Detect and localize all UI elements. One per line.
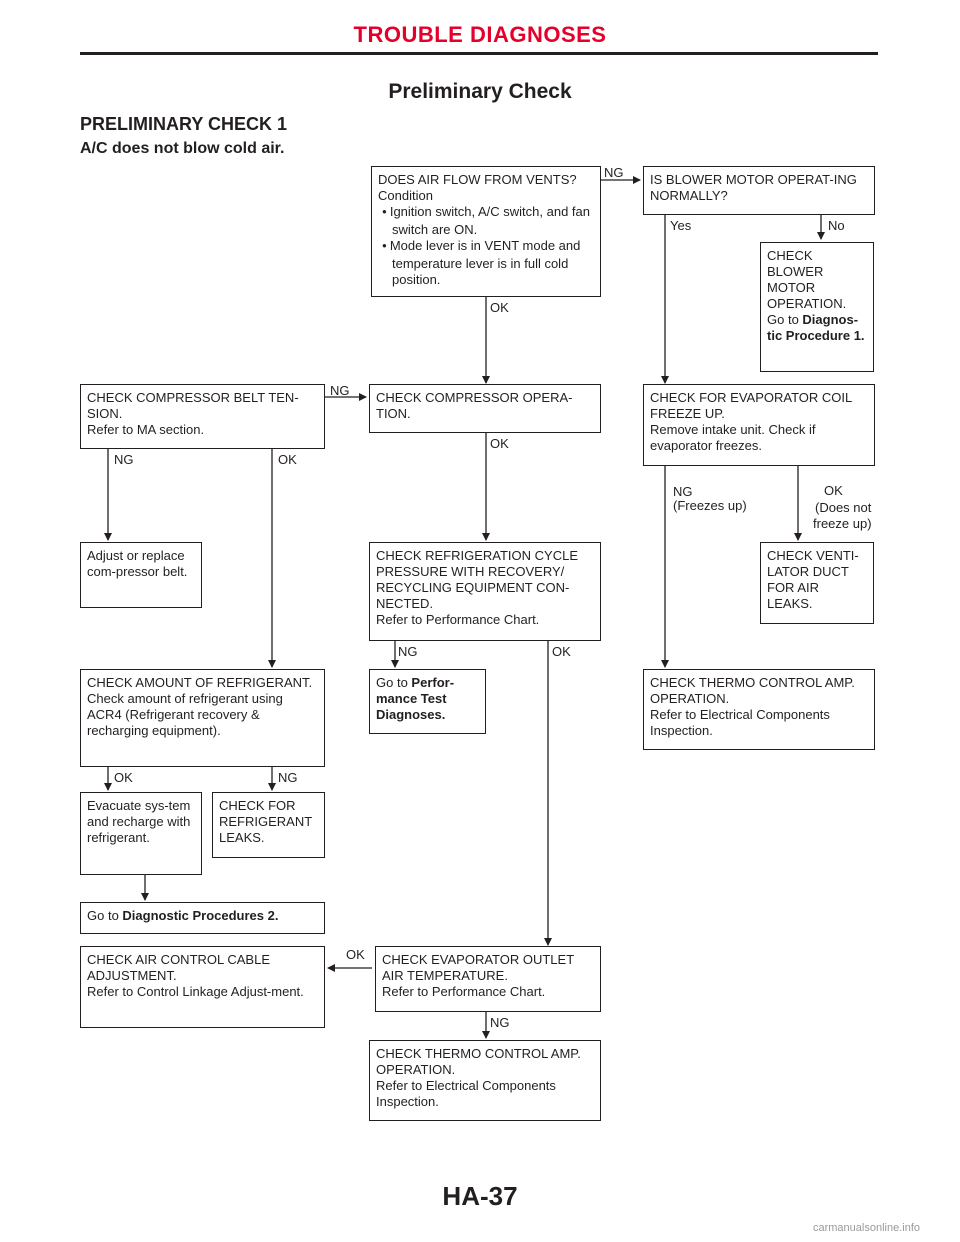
condition-list: Ignition switch, A/C switch, and fan swi… — [378, 204, 594, 288]
section-title: PRELIMINARY CHECK 1 — [80, 114, 288, 134]
thermo-bottom-ref: Refer to Electrical Components Inspectio… — [376, 1078, 556, 1109]
evaporator-outlet-box: CHECK EVAPORATOR OUTLET AIR TEMPERATURE.… — [375, 946, 601, 1012]
thermo-right-title: CHECK THERMO CONTROL AMP. OPERATION. — [650, 675, 855, 706]
blower-motor-text: IS BLOWER MOTOR OPERAT-ING NORMALLY? — [650, 172, 857, 203]
diagnostic-procedures-2-link[interactable]: Diagnostic Procedures 2. — [122, 908, 279, 923]
refrigeration-cycle-box: CHECK REFRIGERATION CYCLE PRESSURE WITH … — [369, 542, 601, 641]
freeze-ok-label: OK — [824, 483, 843, 498]
cable-ref: Refer to Control Linkage Adjust-ment. — [87, 984, 304, 999]
freeze-up-label: freeze up) — [813, 516, 872, 531]
air-flow-check-box: DOES AIR FLOW FROM VENTS? Condition Igni… — [371, 166, 601, 297]
evacuate-text: Evacuate sys-tem and recharge with refri… — [87, 798, 191, 845]
diagnostic-procedures-2-box: Go to Diagnostic Procedures 2. — [80, 902, 325, 934]
section-header: TROUBLE DIAGNOSES — [353, 22, 607, 47]
does-not-label: (Does not — [815, 500, 872, 515]
cycle-ref: Refer to Performance Chart. — [376, 612, 540, 627]
watermark: carmanualsonline.info — [812, 1222, 920, 1234]
amount-title: CHECK AMOUNT OF REFRIGERANT. — [87, 675, 313, 690]
condition-item: Ignition switch, A/C switch, and fan swi… — [378, 204, 594, 238]
thermo-control-right-box: CHECK THERMO CONTROL AMP. OPERATION. Ref… — [643, 669, 875, 750]
evaporator-freeze-box: CHECK FOR EVAPORATOR COIL FREEZE UP. Rem… — [643, 384, 875, 466]
check-blower-box: CHECK BLOWER MOTOR OPERATION. Go to Diag… — [760, 242, 874, 372]
air-flow-ng-label: NG — [604, 165, 624, 180]
compressor-belt-box: CHECK COMPRESSOR BELT TEN-SION. Refer to… — [80, 384, 325, 449]
blower-motor-box: IS BLOWER MOTOR OPERAT-ING NORMALLY? — [643, 166, 875, 215]
outlet-ref: Refer to Performance Chart. — [382, 984, 546, 999]
belt-ng-down-label: NG — [114, 452, 134, 467]
amount-body: Check amount of refrigerant using ACR4 (… — [87, 691, 283, 738]
thermo-right-ref: Refer to Electrical Components Inspectio… — [650, 707, 830, 738]
outlet-ok-label: OK — [346, 947, 365, 962]
blower-no-label: No — [828, 218, 845, 233]
amount-ng-label: NG — [278, 770, 298, 785]
freezes-up-label: (Freezes up) — [673, 498, 747, 513]
ventilator-duct-box: CHECK VENTI-LATOR DUCT FOR AIR LEAKS. — [760, 542, 874, 624]
thermo-bottom-title: CHECK THERMO CONTROL AMP. OPERATION. — [376, 1046, 581, 1077]
freeze-title: CHECK FOR EVAPORATOR COIL FREEZE UP. — [650, 390, 852, 421]
check-blower-text: CHECK BLOWER MOTOR OPERATION. Go to — [767, 248, 847, 327]
evacuate-box: Evacuate sys-tem and recharge with refri… — [80, 792, 202, 875]
performance-test-link[interactable]: Perfor-mance Test Diagnoses. — [376, 675, 455, 722]
leaks-text: CHECK FOR REFRIGERANT LEAKS. — [219, 798, 312, 845]
cycle-ng-label: NG — [398, 644, 418, 659]
performance-test-box: Go to Perfor-mance Test Diagnoses. — [369, 669, 486, 734]
subtitle: A/C does not blow cold air. — [80, 140, 285, 157]
air-flow-ok-label: OK — [490, 300, 509, 315]
amount-refrigerant-box: CHECK AMOUNT OF REFRIGERANT. Check amoun… — [80, 669, 325, 767]
refrigerant-leaks-box: CHECK FOR REFRIGERANT LEAKS. — [212, 792, 325, 858]
cycle-title: CHECK REFRIGERATION CYCLE PRESSURE WITH … — [376, 548, 579, 611]
freeze-ng-label: NG — [673, 484, 693, 499]
adjust-belt-text: Adjust or replace com-pressor belt. — [87, 548, 188, 579]
amount-ok-label: OK — [114, 770, 133, 785]
air-flow-title: DOES AIR FLOW FROM VENTS? — [378, 172, 577, 187]
diag2-text: Go to — [87, 908, 119, 923]
cycle-ok-label: OK — [552, 644, 571, 659]
compressor-text: CHECK COMPRESSOR OPERA-TION. — [376, 390, 573, 421]
cable-title: CHECK AIR CONTROL CABLE ADJUSTMENT. — [87, 952, 271, 983]
perf-test-text: Go to — [376, 675, 408, 690]
condition-item: Mode lever is in VENT mode and temperatu… — [378, 238, 594, 288]
page-title: Preliminary Check — [388, 80, 572, 103]
adjust-belt-box: Adjust or replace com-pressor belt. — [80, 542, 202, 608]
air-control-cable-box: CHECK AIR CONTROL CABLE ADJUSTMENT. Refe… — [80, 946, 325, 1028]
belt-ok-down-label: OK — [278, 452, 297, 467]
page-number: HA-37 — [442, 1181, 518, 1211]
header-rule — [80, 52, 878, 55]
belt-ref: Refer to MA section. — [87, 422, 205, 437]
belt-ng-right-label: NG — [330, 383, 350, 398]
outlet-title: CHECK EVAPORATOR OUTLET AIR TEMPERATURE. — [382, 952, 574, 983]
compressor-ok-label: OK — [490, 436, 509, 451]
diagnostic-procedure-1-link[interactable]: Diagnos-tic Procedure 1. — [767, 312, 865, 343]
belt-title: CHECK COMPRESSOR BELT TEN-SION. — [87, 390, 299, 421]
freeze-body: Remove intake unit. Check if evaporator … — [650, 422, 816, 453]
thermo-control-bottom-box: CHECK THERMO CONTROL AMP. OPERATION. Ref… — [369, 1040, 601, 1121]
venti-duct-text: CHECK VENTI-LATOR DUCT FOR AIR LEAKS. — [767, 548, 859, 611]
compressor-operation-box: CHECK COMPRESSOR OPERA-TION. — [369, 384, 601, 433]
outlet-ng-label: NG — [490, 1015, 510, 1030]
blower-yes-label: Yes — [670, 218, 692, 233]
condition-label: Condition — [378, 188, 433, 203]
